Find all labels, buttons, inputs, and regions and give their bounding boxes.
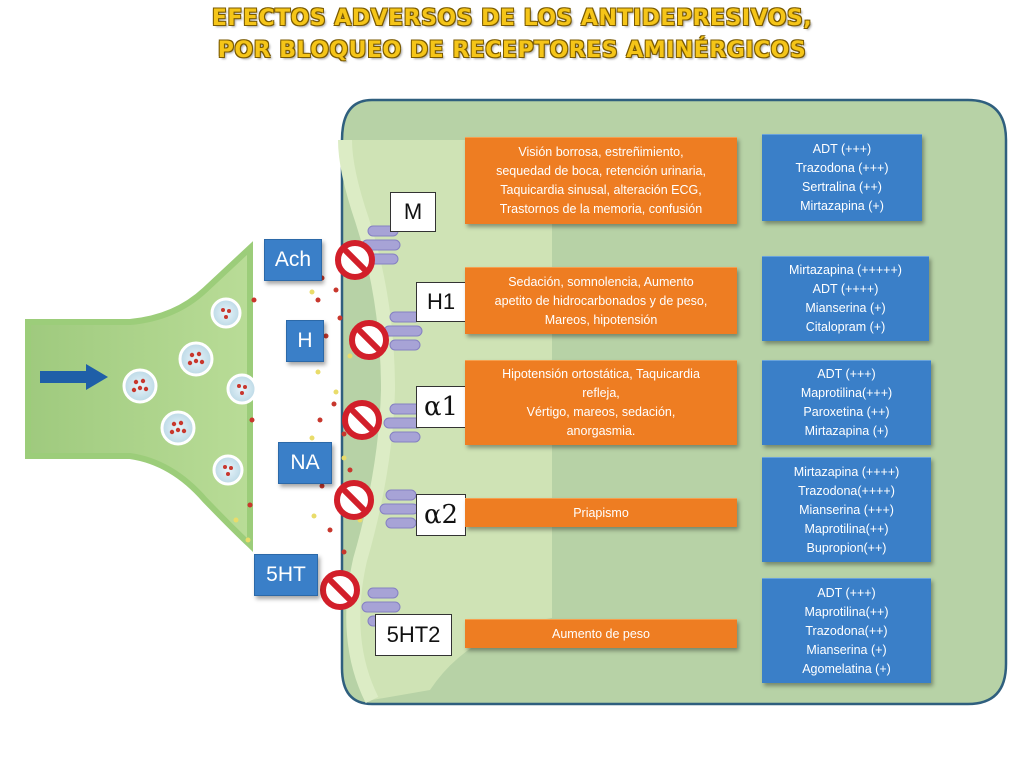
- drug-line: Trazodona(++++): [798, 483, 895, 498]
- drug-line: ADT (++++): [812, 282, 879, 296]
- drug-line: Bupropion(++): [806, 540, 887, 555]
- effect-line: Vértigo, mareos, sedación,: [526, 405, 676, 419]
- effect-box-m: Visión borrosa, estreñimiento, sequedad …: [465, 137, 737, 224]
- effect-line: Trastornos de la memoria, confusión: [499, 202, 703, 216]
- drug-line: Maprotilina(+++): [800, 386, 893, 400]
- block-icon: [334, 480, 374, 520]
- effect-box-h1: Sedación, somnolencia, Aumento apetito d…: [465, 267, 737, 334]
- drug-line: Mirtazapina (+): [804, 424, 889, 438]
- vesicle: [226, 373, 258, 405]
- effect-line: Hipotensión ortostática, Taquicardia: [502, 367, 700, 381]
- drug-box-alpha2: Mirtazapina (++++) Trazodona(++++) Mians…: [762, 457, 931, 562]
- effect-box-alpha2: Priapismo: [465, 498, 737, 527]
- drug-line: Sertralina (++): [802, 180, 882, 194]
- drug-line: Mianserina (+): [806, 642, 887, 657]
- drug-line: Maprotilina(++): [804, 604, 889, 619]
- block-icon: [320, 570, 360, 610]
- drug-line: Agomelatina (+): [802, 661, 891, 676]
- vesicle: [160, 410, 196, 446]
- block-icon: [349, 320, 389, 360]
- effect-box-5ht2: Aumento de peso: [465, 619, 737, 648]
- vesicle: [122, 368, 158, 404]
- block-icon: [342, 400, 382, 440]
- title-line-2: POR BLOQUEO DE RECEPTORES AMINÉRGICOS: [217, 38, 807, 63]
- vesicle: [210, 297, 242, 329]
- drug-line: Citalopram (+): [805, 320, 886, 334]
- block-icon: [335, 240, 375, 280]
- drug-line: Mirtazapina (++++): [793, 464, 900, 479]
- neurotransmitter-h: H: [286, 320, 324, 362]
- effect-line: Sedación, somnolencia, Aumento: [508, 274, 694, 289]
- neurotransmitter-na: NA: [278, 442, 332, 484]
- drug-line: ADT (+++): [817, 585, 876, 600]
- receptor-5ht2: 5HT2: [375, 614, 452, 656]
- drug-box-h1: Mirtazapina (+++++) ADT (++++) Mianserin…: [762, 256, 929, 341]
- receptor-m: M: [390, 192, 436, 232]
- drug-line: Trazodona (+++): [795, 161, 889, 175]
- drug-line: Mirtazapina (+++++): [789, 263, 902, 277]
- receptor-shape: [379, 489, 419, 529]
- receptor-shape: [383, 403, 423, 443]
- receptor-shape: [383, 311, 423, 351]
- effect-line: apetito de hidrocarbonados y de peso,: [494, 293, 708, 308]
- drug-line: Mirtazapina (+): [800, 199, 884, 213]
- drug-line: Mianserina (+): [805, 301, 886, 315]
- vesicle: [178, 341, 214, 377]
- effect-line: sequedad de boca, retención urinaria,: [496, 164, 706, 178]
- effect-line: Priapismo: [573, 505, 629, 520]
- effect-line: Aumento de peso: [552, 626, 650, 641]
- receptor-alpha1: α1: [416, 386, 466, 428]
- drug-line: ADT (+++): [817, 367, 876, 381]
- drug-box-m: ADT (+++) Trazodona (+++) Sertralina (++…: [762, 134, 922, 221]
- drug-box-alpha1: ADT (+++) Maprotilina(+++) Paroxetina (+…: [762, 360, 931, 445]
- effect-box-alpha1: Hipotensión ortostática, Taquicardia ref…: [465, 360, 737, 445]
- neurotransmitter-5ht: 5HT: [254, 554, 318, 596]
- title-line-1: EFECTOS ADVERSOS DE LOS ANTIDEPRESIVOS,: [211, 6, 813, 31]
- synaptic-vesicles: [122, 297, 258, 486]
- effect-line: Visión borrosa, estreñimiento,: [518, 145, 684, 159]
- drug-line: ADT (+++): [812, 142, 872, 156]
- drug-line: Mianserina (+++): [799, 502, 894, 517]
- drug-box-5ht2: ADT (+++) Maprotilina(++) Trazodona(++) …: [762, 578, 931, 683]
- receptor-h1: H1: [416, 282, 466, 322]
- effect-line: refleja,: [582, 386, 620, 400]
- signal-arrow-icon: [40, 364, 108, 390]
- drug-line: Paroxetina (++): [803, 405, 890, 419]
- receptor-alpha2: α2: [416, 494, 466, 536]
- effect-line: Mareos, hipotensión: [544, 312, 658, 327]
- effect-line: anorgasmia.: [566, 424, 636, 438]
- vesicle: [212, 454, 244, 486]
- neurotransmitter-ach: Ach: [264, 239, 322, 281]
- effect-line: Taquicardia sinusal, alteración ECG,: [500, 183, 702, 197]
- drug-line: Maprotilina(++): [804, 521, 889, 536]
- neurotransmitter-particles: [247, 259, 353, 555]
- drug-line: Trazodona(++): [805, 623, 888, 638]
